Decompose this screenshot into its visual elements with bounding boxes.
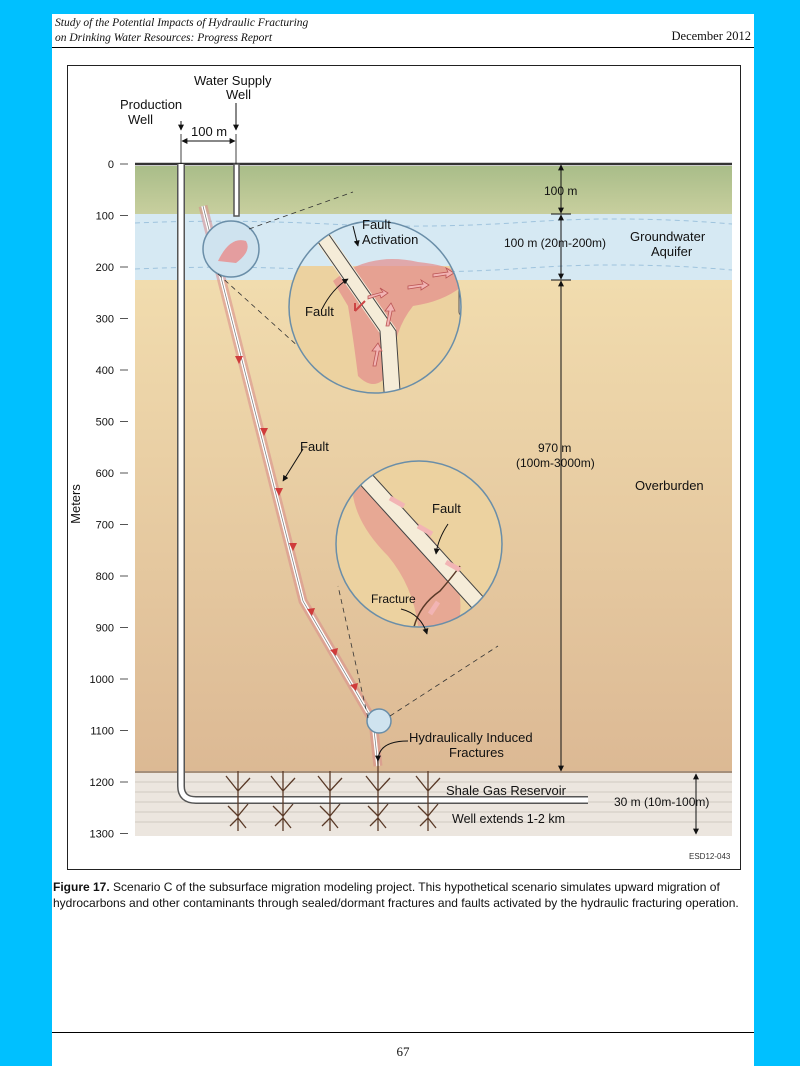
label-water-supply-1: Water Supply [194,73,272,88]
header-rule [52,47,754,48]
label-dim-aquifer: 100 m (20m-200m) [504,236,606,250]
page-number: 67 [396,1044,410,1059]
footer-rule [52,1032,754,1033]
depth-tick-label: 700 [96,520,114,532]
figure-17: 0 100 200 300 400 500 600 700 800 900 1000 1100 1200… [67,65,741,870]
label-fault-activation-2: Activation [362,232,418,247]
label-fault-inset2: Fault [432,501,461,516]
label-groundwater-2: Aquifer [651,244,693,259]
caption-label: Figure 17. [53,880,110,894]
header-date: December 2012 [671,29,751,43]
depth-tick-label: 1300 [90,829,114,841]
depth-tick-label: 200 [96,262,114,274]
label-fracture-inset2: Fracture [371,592,416,606]
label-groundwater-1: Groundwater [630,229,706,244]
label-dim-top: 100 m [544,184,577,198]
figure-caption: Figure 17. Scenario C of the subsurface … [53,880,743,911]
label-water-supply-2: Well [226,87,251,102]
water-supply-well [233,163,240,217]
label-well-spacing: 100 m [191,124,227,139]
fracture-detail-marker [366,708,392,734]
depth-tick-label: 1000 [90,674,114,686]
depth-tick-label: 600 [96,468,114,480]
label-production-well-2: Well [128,112,153,127]
depth-tick-label: 900 [96,623,114,635]
hydraulic-fracturing-diagram: 0 100 200 300 400 500 600 700 800 900 1000 1100 1200… [68,73,733,861]
label-overburden: Overburden [635,478,704,493]
depth-tick-label: 500 [96,417,114,429]
depth-tick-label: 400 [96,365,114,377]
depth-tick-label: 300 [96,314,114,326]
header-title-line1: Study of the Potential Impacts of Hydrau… [55,17,309,29]
label-induced-2: Fractures [449,745,504,760]
depth-tick-label: 1200 [90,777,114,789]
depth-tick-label: 100 [96,211,114,223]
label-fault-inset1: Fault [305,304,334,319]
depth-tick-label: 800 [96,571,114,583]
document-page: Study of the Potential Impacts of Hydrau… [52,14,754,1066]
depth-tick-label: 0 [108,159,114,171]
label-induced-1: Hydraulically Induced [409,730,533,745]
induced-fractures [225,756,441,831]
caption-text: Scenario C of the subsurface migration m… [53,880,739,910]
running-header-title: Study of the Potential Impacts of Hydrau… [55,16,308,46]
label-production-well-1: Production [120,97,182,112]
label-fault-main: Fault [300,439,329,454]
depth-axis: 0 100 200 300 400 500 600 700 800 900 1000 1100 1200… [90,159,128,841]
depth-tick-label: 1100 [90,726,114,738]
label-well-extends: Well extends 1-2 km [452,812,565,826]
label-dim-overburden-1: 970 m [538,441,571,455]
figure-code: ESD12-043 [689,852,731,861]
label-dim-shale: 30 m (10m-100m) [614,795,709,809]
label-fault-activation-1: Fault [362,217,391,232]
header-title-line2: on Drinking Water Resources: Progress Re… [55,32,273,44]
label-dim-overburden-2: (100m-3000m) [516,456,595,470]
topsoil-layer [135,166,732,214]
label-shale: Shale Gas Reservoir [446,783,567,798]
y-axis-label: Meters [68,484,83,524]
